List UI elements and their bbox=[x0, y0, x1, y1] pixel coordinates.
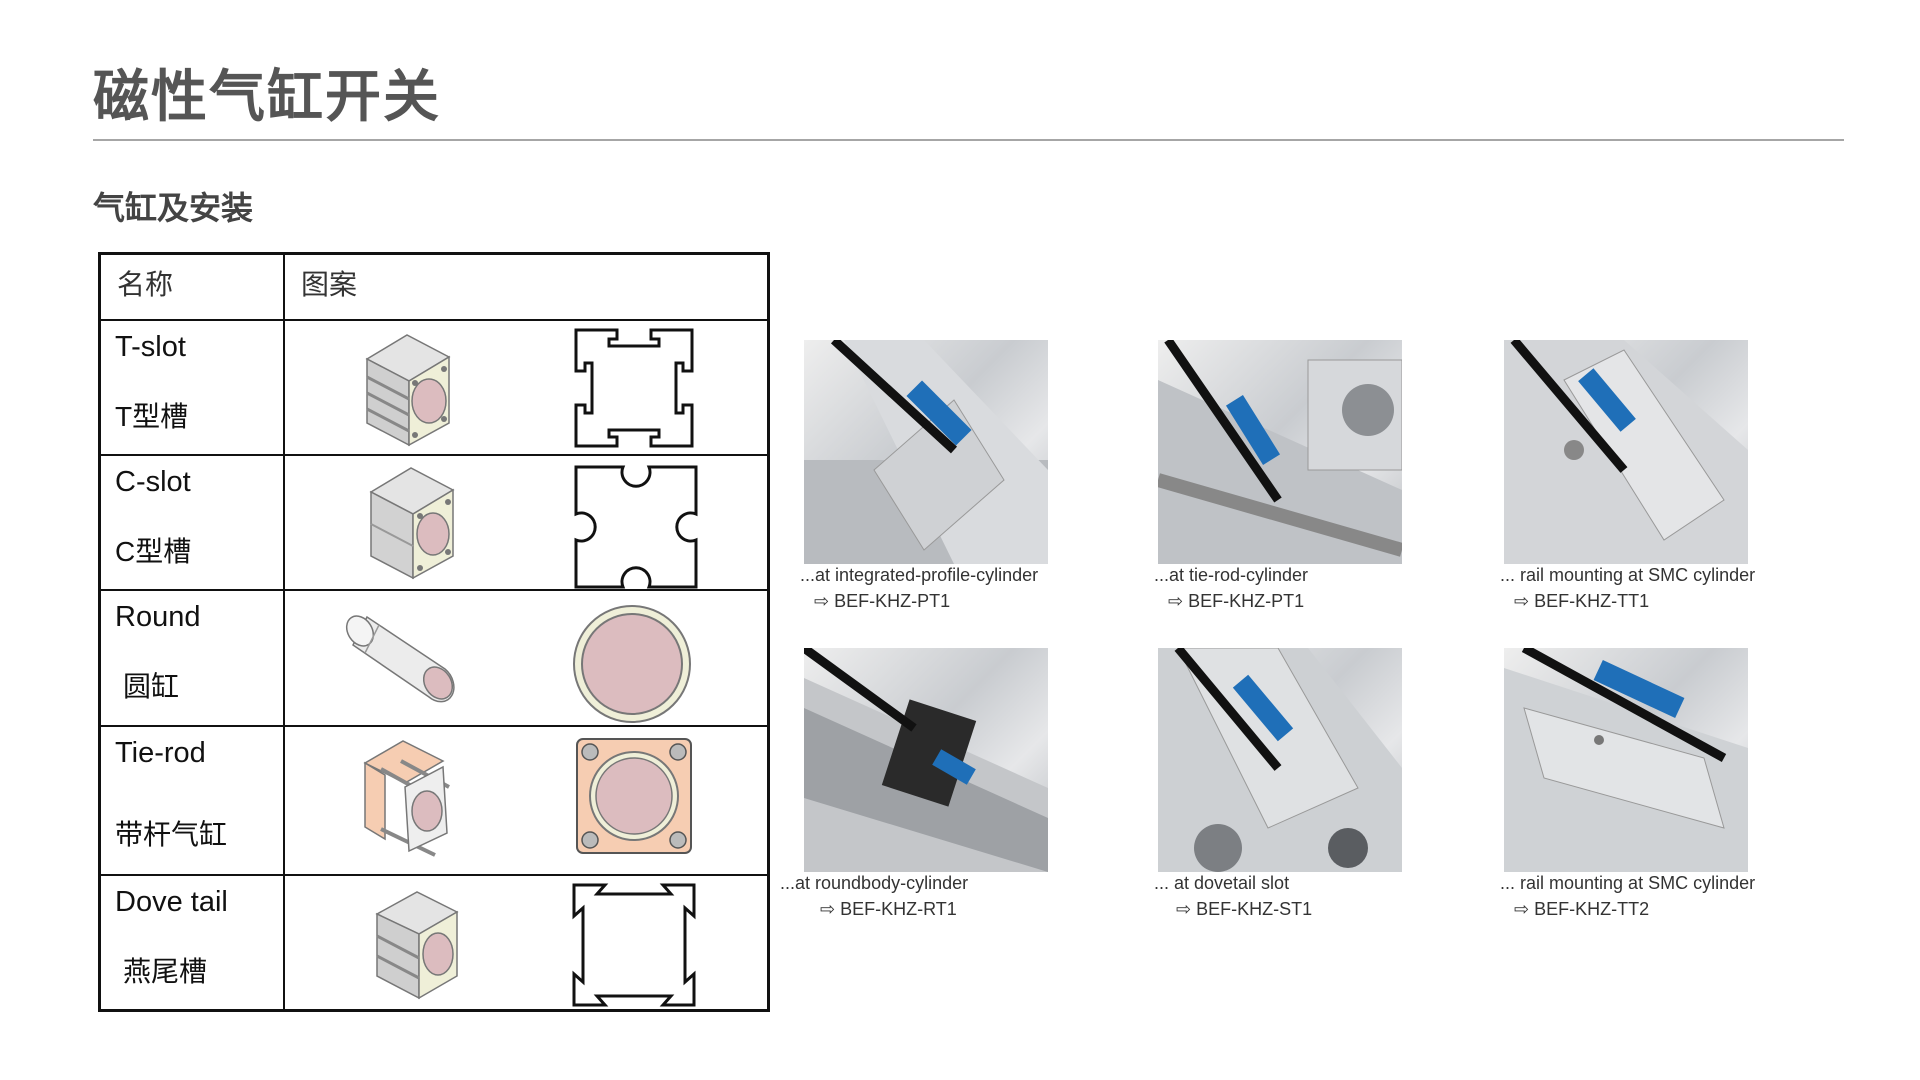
cylinder-type-table: 名称 图案 T-slot T型槽 bbox=[98, 252, 770, 1012]
round-cylinder-icon bbox=[345, 615, 455, 703]
photo-caption: ...at tie-rod-cylinder bbox=[1154, 565, 1309, 585]
row-figure-cell bbox=[283, 454, 770, 592]
row-figure-cell bbox=[283, 318, 770, 457]
row-name-cell: Tie-rod 带杆气缸 bbox=[98, 724, 285, 876]
sensor-photo bbox=[1504, 648, 1748, 872]
table-row: Tie-rod 带杆气缸 bbox=[98, 724, 770, 876]
row-name-en: T-slot bbox=[115, 331, 186, 363]
sensor-photo bbox=[804, 648, 1048, 872]
photo-part-code: ⇨ BEF-KHZ-PT1 bbox=[1168, 591, 1305, 611]
table-row: Round 圆缸 bbox=[98, 589, 770, 727]
dove-tail-profile-icon bbox=[572, 883, 696, 1007]
photo-caption: ... at dovetail slot bbox=[1154, 873, 1290, 893]
sensor-mount-image bbox=[804, 648, 1048, 872]
sensor-photo bbox=[804, 340, 1048, 564]
sensor-photo bbox=[1158, 648, 1402, 872]
row-name-zh: T型槽 bbox=[115, 401, 189, 432]
header-name: 名称 bbox=[98, 252, 285, 321]
photo-caption: ... rail mounting at SMC cylinder bbox=[1500, 565, 1756, 585]
row-name-zh: 带杆气缸 bbox=[115, 818, 228, 850]
sensor-mount-image bbox=[1504, 648, 1748, 872]
table-row: C-slot C型槽 bbox=[98, 454, 770, 592]
sensor-mount-image bbox=[1158, 648, 1402, 872]
photo-part-code: ⇨ BEF-KHZ-PT1 bbox=[814, 591, 951, 611]
row-name-cell: T-slot T型槽 bbox=[98, 318, 285, 457]
title-divider bbox=[93, 139, 1844, 141]
sensor-mount-image bbox=[1158, 340, 1402, 564]
section-subtitle: 气缸及安装 bbox=[93, 189, 254, 227]
photo-caption: ... rail mounting at SMC cylinder bbox=[1500, 873, 1756, 893]
table-row: T-slot T型槽 bbox=[98, 318, 770, 457]
row-name-en: Tie-rod bbox=[115, 736, 206, 769]
row-name-en: Dove tail bbox=[115, 885, 228, 918]
c-slot-profile-icon bbox=[574, 465, 698, 589]
sensor-photo bbox=[1158, 340, 1402, 564]
photo-part-code: ⇨ BEF-KHZ-RT1 bbox=[820, 899, 957, 919]
c-slot-cylinder-icon bbox=[369, 467, 455, 580]
sensor-mount-image bbox=[804, 340, 1048, 564]
photo-caption: ...at roundbody-cylinder bbox=[780, 873, 969, 893]
row-name-en: C-slot bbox=[115, 466, 191, 499]
photo-part-code: ⇨ BEF-KHZ-TT2 bbox=[1514, 899, 1650, 919]
tie-rod-cylinder-icon bbox=[363, 739, 450, 857]
row-figure-cell bbox=[283, 589, 770, 727]
sensor-mount-image bbox=[1504, 340, 1748, 564]
dove-tail-cylinder-icon bbox=[375, 890, 459, 999]
header-figure: 图案 bbox=[283, 252, 770, 321]
table-header-row: 名称 图案 bbox=[98, 252, 770, 321]
row-name-cell: Dove tail 燕尾槽 bbox=[98, 873, 285, 1012]
row-name-zh: C型槽 bbox=[115, 536, 192, 568]
photo-part-code: ⇨ BEF-KHZ-TT1 bbox=[1514, 591, 1650, 611]
photo-part-code: ⇨ BEF-KHZ-ST1 bbox=[1176, 899, 1313, 919]
table-row: Dove tail 燕尾槽 bbox=[98, 873, 770, 1012]
row-figure-cell bbox=[283, 724, 770, 876]
sensor-photo bbox=[1504, 340, 1748, 564]
row-name-en: Round bbox=[115, 601, 201, 634]
t-slot-cylinder-icon bbox=[365, 334, 451, 447]
round-profile-icon bbox=[573, 605, 691, 724]
row-name-zh: 圆缸 bbox=[123, 671, 180, 703]
tie-rod-profile-icon bbox=[576, 737, 692, 854]
row-name-cell: Round 圆缸 bbox=[98, 589, 285, 727]
t-slot-profile-icon bbox=[574, 328, 694, 448]
row-name-cell: C-slot C型槽 bbox=[98, 454, 285, 592]
row-name-zh: 燕尾槽 bbox=[123, 955, 208, 987]
row-figure-cell bbox=[283, 873, 770, 1012]
photo-caption: ...at integrated-profile-cylinder bbox=[800, 565, 1039, 585]
page-title: 磁性气缸开关 bbox=[93, 65, 441, 130]
